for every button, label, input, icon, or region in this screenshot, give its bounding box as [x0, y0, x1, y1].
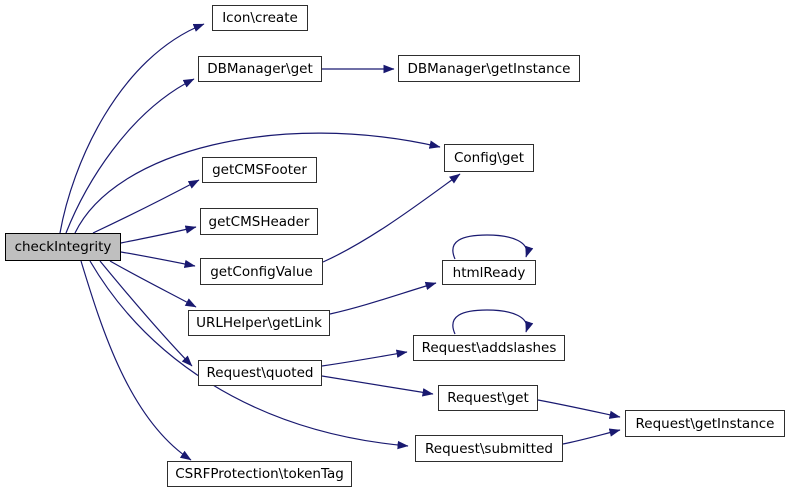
node-label: getConfigValue: [210, 263, 313, 280]
node-getcmsheader[interactable]: getCMSHeader: [200, 208, 318, 235]
edge-checkIntegrity-iconCreate: [59, 23, 205, 234]
node-label: htmlReady: [452, 264, 526, 281]
node-label: Request\getInstance: [635, 415, 775, 432]
node-label: Icon\create: [222, 10, 298, 26]
node-label: Request\submitted: [425, 440, 553, 457]
node-label: Request\addslashes: [421, 340, 557, 356]
node-check-integrity: checkIntegrity: [5, 233, 121, 261]
node-dbmanager-getinstance[interactable]: DBManager\getInstance: [398, 55, 580, 82]
edge-requestAddslashes-self-loop: [452, 309, 534, 335]
node-request-get[interactable]: Request\get: [438, 385, 538, 411]
node-request-quoted[interactable]: Request\quoted: [198, 360, 322, 386]
node-config-get[interactable]: Config\get: [444, 144, 534, 172]
edge-htmlReady-self-loop: [452, 234, 534, 260]
edge-requestQuoted-requestGet: [321, 375, 434, 397]
node-label: CSRFProtection\tokenTag: [175, 466, 344, 482]
edge-checkIntegrity-requestSubmitted: [89, 260, 409, 450]
node-label: getCMSFooter: [212, 162, 307, 178]
node-request-getinstance[interactable]: Request\getInstance: [625, 410, 785, 437]
node-csrfprotection-tokentag[interactable]: CSRFProtection\tokenTag: [167, 461, 352, 487]
node-urlhelper-getlink[interactable]: URLHelper\getLink: [188, 310, 330, 336]
node-label: DBManager\getInstance: [407, 60, 571, 77]
edge-checkIntegrity-csrfTokenTag: [80, 260, 192, 461]
edge-checkIntegrity-getConfigValue: [120, 251, 196, 269]
edge-checkIntegrity-urlHelperGetLink: [109, 260, 197, 308]
edge-checkIntegrity-configGet: [74, 132, 441, 234]
node-request-submitted[interactable]: Request\submitted: [415, 435, 563, 462]
node-label: getCMSHeader: [208, 213, 310, 230]
node-getconfigvalue[interactable]: getConfigValue: [200, 258, 323, 285]
edge-checkIntegrity-requestQuoted: [99, 260, 193, 367]
node-label: DBManager\get: [207, 61, 313, 77]
node-request-addslashes[interactable]: Request\addslashes: [413, 335, 565, 361]
node-getcmsfooter[interactable]: getCMSFooter: [202, 157, 317, 183]
edge-checkIntegrity-getCMSHeader: [120, 225, 197, 244]
node-label: URLHelper\getLink: [196, 315, 322, 331]
edge-checkIntegrity-getCMSFooter: [92, 179, 200, 234]
node-htmlready[interactable]: htmlReady: [442, 260, 536, 285]
edge-checkIntegrity-dbmGet: [65, 78, 195, 234]
node-label: checkIntegrity: [14, 239, 112, 255]
edge-requestSubmitted-requestGetInstance: [562, 428, 621, 445]
node-label: Config\get: [453, 150, 525, 166]
edge-requestGet-requestGetInstance: [537, 399, 621, 419]
node-label: Request\quoted: [206, 365, 314, 381]
edge-getConfigValue-configGet: [322, 173, 461, 263]
node-label: Request\get: [447, 390, 529, 406]
edge-requestQuoted-requestAddslashes: [321, 349, 408, 367]
node-icon-create[interactable]: Icon\create: [212, 5, 308, 31]
edge-urlHelperGetLink-htmlReady: [329, 281, 437, 315]
node-dbmanager-get[interactable]: DBManager\get: [198, 56, 322, 82]
